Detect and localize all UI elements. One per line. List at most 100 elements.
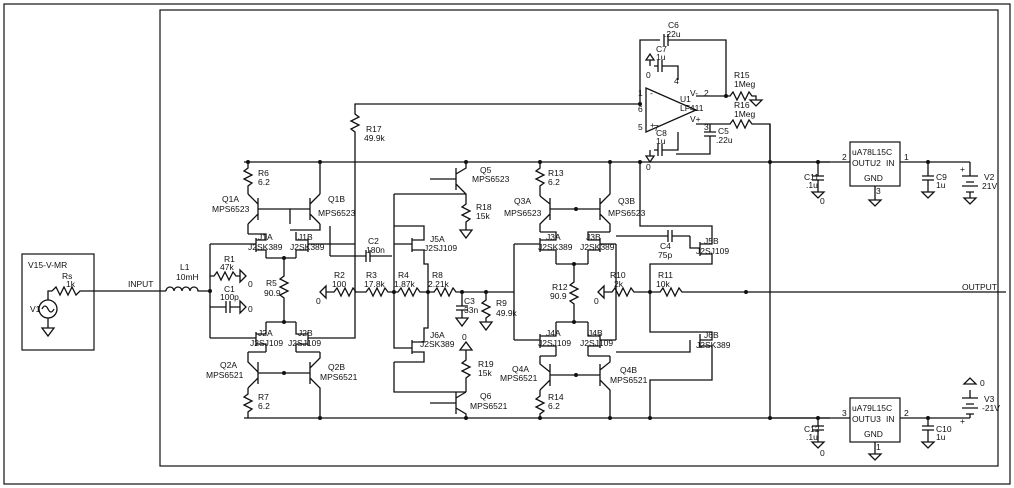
svg-text:Q5: Q5 (480, 165, 492, 175)
resistor-R19: 0 R19 15k (458, 332, 494, 392)
svg-text:J1B: J1B (298, 232, 313, 242)
capacitor-C2: C2 180n (329, 226, 392, 262)
svg-text:MPS6523: MPS6523 (608, 208, 646, 218)
svg-text:17.8k: 17.8k (364, 279, 386, 289)
transistor-Q1A: Q1A MPS6523 (212, 193, 259, 225)
svg-text:49.9k: 49.9k (496, 308, 518, 318)
svg-text:90.9: 90.9 (264, 288, 281, 298)
battery-V3: 0 V3 -21V + (960, 377, 1000, 426)
svg-text:-21V: -21V (982, 403, 1000, 413)
svg-text:21V: 21V (982, 181, 997, 191)
svg-text:1k: 1k (66, 279, 76, 289)
resistor-R14: R14 6.2 (534, 390, 564, 418)
svg-text:R19: R19 (478, 359, 494, 369)
svg-text:C5: C5 (718, 126, 729, 136)
resistor-R12: R12 90.9 (550, 264, 580, 322)
svg-text:0: 0 (820, 448, 825, 458)
svg-text:6.2: 6.2 (548, 177, 560, 187)
svg-text:10mH: 10mH (176, 272, 199, 282)
resistor-R18: R18 15k (458, 200, 492, 240)
svg-text:180n: 180n (366, 245, 385, 255)
svg-text:J2SK389: J2SK389 (290, 242, 325, 252)
transistor-Q4B: Q4B MPS6521 (599, 356, 648, 418)
svg-text:0: 0 (316, 296, 321, 306)
svg-text:0: 0 (594, 296, 599, 306)
svg-text:33n: 33n (464, 305, 478, 315)
jfet-J4A: J4A J2SJ109 (514, 322, 571, 356)
source-block-title: V15-V-MR (28, 260, 67, 270)
resistor-R7: R7 6.2 (242, 388, 270, 418)
svg-text:0: 0 (646, 162, 651, 172)
transistor-Q1B: Q1B MPS6523 (290, 162, 356, 225)
svg-text:R15: R15 (734, 70, 750, 80)
svg-text:100: 100 (332, 279, 346, 289)
svg-text:1.87k: 1.87k (394, 279, 416, 289)
svg-text:MPS6521: MPS6521 (206, 370, 244, 380)
svg-text:1Meg: 1Meg (734, 79, 756, 89)
svg-text:-: - (650, 88, 653, 98)
svg-text:C3: C3 (464, 296, 475, 306)
jfet-J2A: J2A J2SJ109 (244, 322, 283, 352)
svg-text:C6: C6 (668, 20, 679, 30)
svg-text:uA78L15C: uA78L15C (852, 147, 892, 157)
svg-text:OUT: OUT (852, 158, 870, 168)
svg-text:V+: V+ (690, 114, 701, 124)
svg-text:C10: C10 (936, 424, 952, 434)
svg-text:C12: C12 (804, 424, 820, 434)
svg-text:R14: R14 (548, 392, 564, 402)
svg-text:R13: R13 (548, 168, 564, 178)
jfet-J6B: J6B J2SK389 (616, 292, 731, 418)
svg-text:J2A: J2A (258, 328, 273, 338)
resistor-R16: R16 1Meg (726, 100, 771, 162)
svg-text:R9: R9 (496, 298, 507, 308)
svg-text:2: 2 (842, 152, 847, 162)
svg-text:J4B: J4B (588, 328, 603, 338)
svg-text:C1: C1 (224, 284, 235, 294)
svg-text:1u: 1u (936, 180, 946, 190)
svg-text:Q3B: Q3B (618, 196, 635, 206)
capacitor-C3: C3 33n (454, 292, 478, 328)
inductor-L1: L1 10mH (165, 262, 210, 292)
jfet-J1A: J1A J2SK389 (244, 232, 283, 258)
svg-text:J6A: J6A (430, 330, 445, 340)
svg-text:J2SJ109: J2SJ109 (538, 338, 571, 348)
svg-text:MPS6521: MPS6521 (320, 372, 358, 382)
jfet-J4B: J4B J2SJ109 (580, 322, 616, 356)
opamp-U1: U1 LF411 4 V- V+ 1 6 5 2 3 7 - + (638, 76, 709, 133)
svg-text:uA79L15C: uA79L15C (852, 403, 892, 413)
svg-text:R3: R3 (366, 270, 377, 280)
svg-text:1u: 1u (936, 432, 946, 442)
transistor-Q3A: Q3A MPS6523 (504, 195, 551, 232)
svg-text:V-: V- (690, 88, 698, 98)
svg-text:C7: C7 (656, 44, 667, 54)
outer-frame (3, 3, 1011, 485)
svg-text:1u: 1u (656, 136, 666, 146)
svg-text:6: 6 (638, 104, 643, 114)
svg-text:GND: GND (864, 173, 883, 183)
svg-text:R4: R4 (398, 270, 409, 280)
svg-text:MPS6521: MPS6521 (500, 373, 538, 383)
svg-text:R16: R16 (734, 100, 750, 110)
capacitor-C9: C9 1u (920, 162, 947, 199)
svg-text:6.2: 6.2 (548, 401, 560, 411)
svg-text:Q4B: Q4B (620, 365, 637, 375)
svg-text:100p: 100p (220, 292, 239, 302)
svg-text:1: 1 (638, 88, 643, 98)
svg-text:R2: R2 (334, 270, 345, 280)
resistor-R17: R17 49.9k (349, 103, 640, 148)
capacitor-C8: C8 1u 0 (644, 128, 679, 172)
svg-text:0: 0 (980, 378, 985, 388)
svg-text:R10: R10 (610, 270, 626, 280)
jfet-J6A: J6A J2SK389 (393, 292, 455, 363)
svg-text:J2SK389: J2SK389 (420, 339, 455, 349)
svg-text:R8: R8 (432, 270, 443, 280)
svg-text:J2SJ109: J2SJ109 (250, 338, 283, 348)
svg-text:3: 3 (876, 186, 881, 196)
svg-text:U1: U1 (680, 94, 691, 104)
svg-text:C4: C4 (660, 241, 671, 251)
transistor-Q6: Q6 MPS6521 (430, 391, 508, 418)
transistor-Q2B: Q2B MPS6521 (309, 352, 358, 418)
svg-text:J6B: J6B (704, 330, 719, 340)
svg-text:OUT: OUT (852, 414, 870, 424)
svg-text:MPS6523: MPS6523 (212, 204, 250, 214)
